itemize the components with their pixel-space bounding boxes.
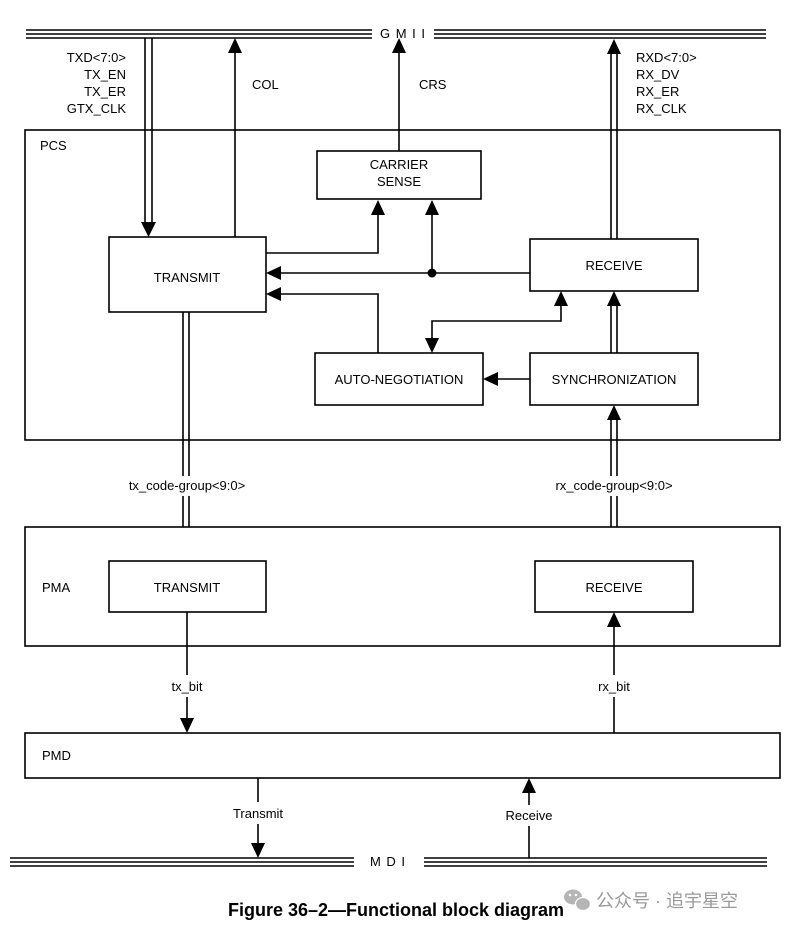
auto-negotiation-receive-link (425, 291, 568, 353)
tx-signal-tx-en: TX_EN (84, 67, 126, 82)
tx-bit-label: tx_bit (171, 679, 202, 694)
wechat-icon (564, 889, 592, 912)
rx-signal-list: RXD<7:0> RX_DV RX_ER RX_CLK (636, 50, 697, 116)
sync-to-receive-arrow (607, 291, 621, 353)
pmd-label: PMD (42, 748, 71, 763)
mdi-label: M D I (370, 854, 406, 869)
pma-label: PMA (42, 580, 71, 595)
watermark-text: 公众号 · 追宇星空 (596, 891, 738, 911)
rx-signal-rxd: RXD<7:0> (636, 50, 697, 65)
pma-receive-block (534, 560, 694, 613)
tx-signal-tx-er: TX_ER (84, 84, 126, 99)
pmd-block (24, 732, 781, 779)
carrier-sense-block (316, 150, 482, 200)
gmii-bus: G M I I (26, 26, 766, 41)
pmd-receive-label: Receive (506, 808, 553, 823)
crs-arrow (392, 38, 406, 151)
pcs-transmit-block (108, 236, 267, 313)
carrier-sense-label-line2: SENSE (377, 174, 421, 189)
tx-signal-txd: TXD<7:0> (67, 50, 126, 65)
watermark: 公众号 · 追宇星空 (564, 889, 738, 912)
pmd-transmit-arrow (251, 778, 265, 858)
rx-signal-rx-er: RX_ER (636, 84, 679, 99)
pma-receive-label: RECEIVE (585, 580, 642, 595)
tx-signal-list: TXD<7:0> TX_EN TX_ER GTX_CLK (67, 50, 127, 116)
pma-transmit-label: TRANSMIT (154, 580, 221, 595)
auto-negotiation-block (314, 352, 484, 406)
pma-transmit-block (108, 560, 267, 613)
rxd-bus-arrow (607, 39, 621, 239)
rx-signal-rx-dv: RX_DV (636, 67, 680, 82)
pcs-receive-label: RECEIVE (585, 258, 642, 273)
mdi-bus: M D I (10, 854, 767, 869)
pmd-receive-arrow (522, 778, 536, 858)
synchronization-label: SYNCHRONIZATION (552, 372, 677, 387)
tx-code-group-label: tx_code-group<9:0> (129, 478, 245, 493)
tx-bit-arrow (180, 612, 194, 733)
rx-bit-label: rx_bit (598, 679, 630, 694)
tx-signal-gtx-clk: GTX_CLK (67, 101, 127, 116)
receive-to-transmit-arrow (266, 200, 530, 280)
transmit-to-carrier-sense-arrow (266, 200, 385, 254)
pmd-transmit-label: Transmit (233, 806, 283, 821)
col-arrow (228, 38, 242, 237)
junction-dot (427, 268, 437, 278)
txd-bus-arrow (141, 38, 156, 237)
carrier-sense-label-line1: CARRIER (370, 157, 429, 172)
col-label: COL (252, 77, 279, 92)
figure-caption: Figure 36–2—Functional block diagram (228, 900, 564, 920)
auto-negotiation-to-transmit-arrow (266, 287, 379, 353)
pcs-label: PCS (40, 138, 67, 153)
crs-label: CRS (419, 77, 447, 92)
auto-negotiation-label: AUTO-NEGOTIATION (335, 372, 464, 387)
rx-code-group-label: rx_code-group<9:0> (555, 478, 672, 493)
pcs-transmit-label: TRANSMIT (154, 270, 221, 285)
rx-bit-arrow (607, 612, 621, 733)
pcs-receive-block (529, 238, 699, 292)
gmii-label: G M I I (380, 26, 426, 41)
sync-to-auto-negotiation-arrow (483, 372, 530, 386)
rx-signal-rx-clk: RX_CLK (636, 101, 687, 116)
